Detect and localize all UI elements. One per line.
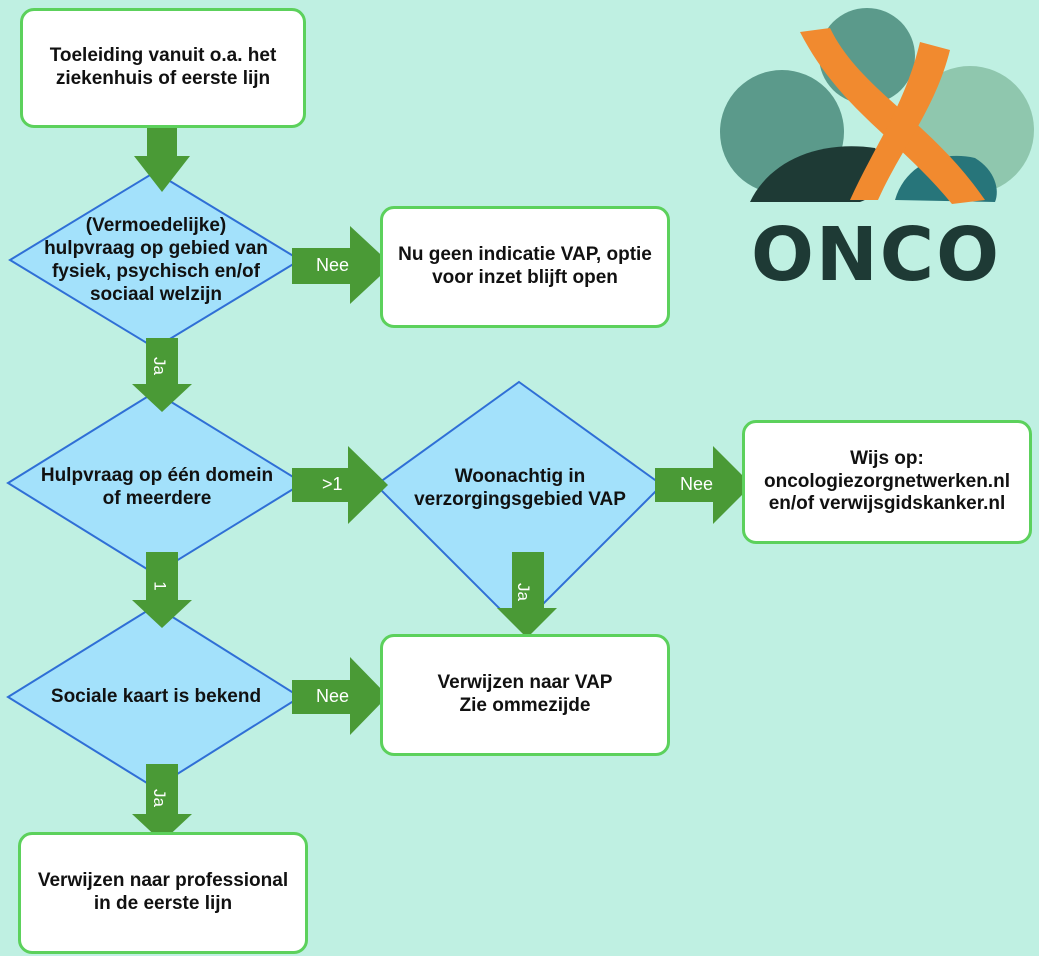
no-indication-box: Nu geen indicatie VAP, optie voor inzet … [380,206,670,328]
label-ja-2: Ja [513,583,533,601]
label-more-than-one: >1 [322,474,343,494]
logo-orange-swoosh [800,28,985,204]
onco-logo: ONCO [720,8,1034,298]
verwijzen-vap-box: Verwijzen naar VAP Zie ommezijde [380,634,670,756]
label-nee-1: Nee [316,255,350,275]
decision-hulpvraag-text: (Vermoedelijke) hulpvraag op gebied van … [44,214,268,306]
logo-dark-leaf [750,146,883,202]
arrow-nee-1 [292,226,392,304]
arrow-ja-3 [132,764,192,842]
decision-domein-text: Hulpvraag op één domein of meerdere [40,464,274,509]
wijs-op-box: Wijs op: oncologiezorgnetwerken.nl en/of… [742,420,1032,544]
start-box: Toeleiding vanuit o.a. het ziekenhuis of… [20,8,306,128]
label-ja-3: Ja [149,789,169,807]
label-nee-2: Nee [680,474,714,494]
verwijzen-professional-box: Verwijzen naar professional in de eerste… [18,832,308,954]
logo-orange-swoosh-2 [850,42,950,200]
arrow-more-than-one [292,446,388,524]
label-one: 1 [150,581,170,591]
logo-text: ONCO [751,212,1001,298]
arrow-one [132,552,192,628]
arrow-ja-1 [132,338,192,412]
decision-sociale-kaart-text: Sociale kaart is bekend [50,686,262,708]
decision-woonachtig-text: Woonachtig in verzorgingsgebied VAP [414,465,626,510]
label-nee-3: Nee [316,686,350,706]
arrow-ja-2 [497,552,557,638]
arrow-nee-2 [655,446,752,524]
label-ja-1: Ja [149,357,169,375]
arrow-nee-3 [292,657,388,735]
